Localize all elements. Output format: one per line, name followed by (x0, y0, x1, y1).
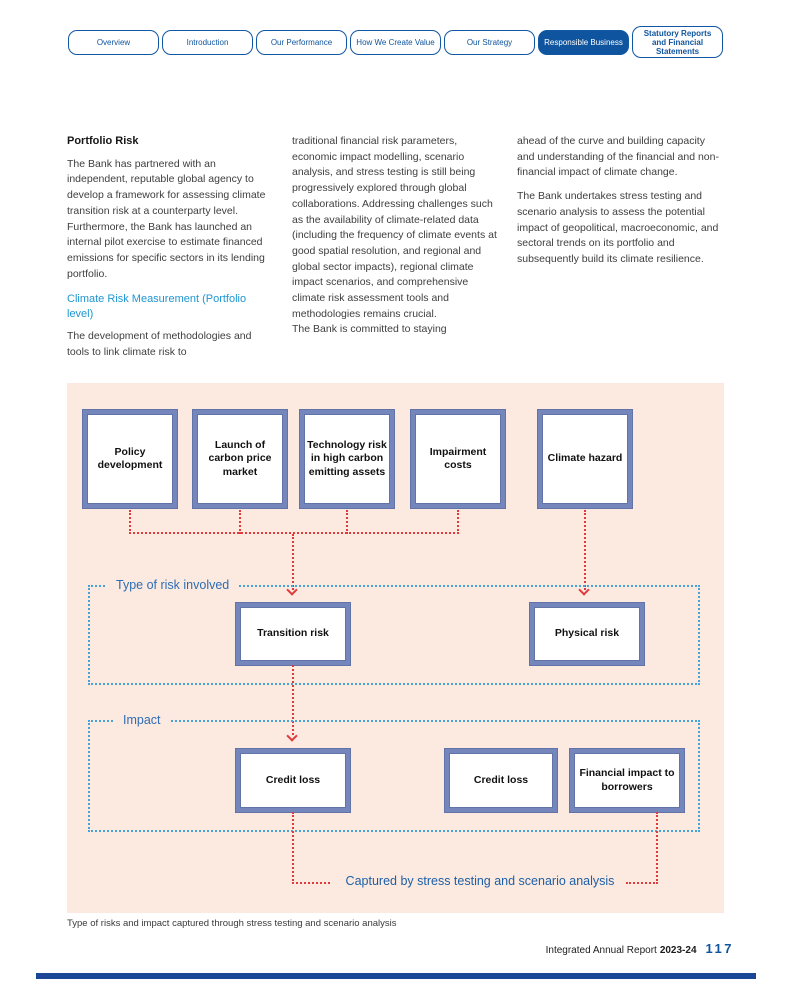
diagram-box-technology-risk: Technology risk in high carbon emitting … (300, 410, 394, 508)
connector-line (656, 812, 658, 884)
tab-statutory-reports[interactable]: Statutory Reports and Financial Statemen… (632, 26, 723, 58)
diagram-box-policy-development: Policy development (83, 410, 177, 508)
connector-line (129, 532, 459, 534)
diagram-box-transition-risk: Transition risk (236, 603, 350, 665)
tab-our-strategy[interactable]: Our Strategy (444, 29, 535, 55)
report-title: Integrated Annual Report (545, 945, 657, 956)
diagram-box-credit-loss-left: Credit loss (236, 749, 350, 812)
diagram-box-climate-hazard: Climate hazard (538, 410, 632, 508)
paragraph: The Bank undertakes stress testing and s… (517, 190, 719, 265)
tab-introduction[interactable]: Introduction (162, 29, 253, 55)
connector-line (129, 510, 131, 534)
diagram-box-impairment-costs: Impairment costs (411, 410, 505, 508)
article-column-1: Portfolio Risk The Bank has partnered wi… (67, 134, 275, 361)
connector-line (239, 510, 241, 534)
footer-rule (36, 973, 756, 979)
article-column-3: ahead of the curve and building capacity… (517, 134, 725, 361)
paragraph: ahead of the curve and building capacity… (517, 135, 719, 179)
page-footer: Integrated Annual Report 2023-24 117 (546, 941, 734, 956)
risk-type-region: Type of risk involved (88, 578, 700, 685)
impact-region: Impact (88, 713, 700, 832)
article-column-2: traditional financial risk parameters, e… (292, 134, 500, 361)
connector-line (626, 882, 658, 884)
tab-overview[interactable]: Overview (68, 29, 159, 55)
capture-label: Captured by stress testing and scenario … (345, 874, 615, 888)
diagram-box-physical-risk: Physical risk (530, 603, 644, 665)
figure-caption: Type of risks and impact captured throug… (67, 918, 397, 929)
connector-line (292, 665, 294, 735)
subsection-heading: Climate Risk Measurement (Portfolio leve… (67, 293, 247, 321)
connector-line (292, 882, 330, 884)
report-year: 2023-24 (659, 945, 697, 956)
impact-region-label: Impact (114, 713, 170, 727)
diagram-box-financial-impact: Financial impact to borrowers (570, 749, 684, 812)
article-body: Portfolio Risk The Bank has partnered wi… (67, 134, 725, 361)
paragraph: The development of methodologies and too… (67, 330, 252, 359)
tab-our-performance[interactable]: Our Performance (256, 29, 347, 55)
diagram-box-credit-loss-right: Credit loss (445, 749, 557, 812)
paragraph: The Bank has partnered with an independe… (67, 157, 266, 280)
risk-type-region-label: Type of risk involved (107, 578, 239, 592)
risk-diagram-panel: Policy development Launch of carbon pric… (67, 383, 724, 913)
page-number: 117 (705, 941, 734, 956)
paragraph: The Bank is committed to staying (292, 323, 447, 336)
connector-line (292, 812, 294, 884)
top-nav: Overview Introduction Our Performance Ho… (68, 25, 724, 59)
tab-how-we-create-value[interactable]: How We Create Value (350, 29, 441, 55)
diagram-box-carbon-price-market: Launch of carbon price market (193, 410, 287, 508)
tab-responsible-business[interactable]: Responsible Business (538, 29, 629, 55)
connector-line (292, 534, 294, 590)
connector-line (457, 510, 459, 534)
section-heading: Portfolio Risk (67, 135, 139, 147)
connector-line (346, 510, 348, 534)
connector-line (584, 510, 586, 590)
paragraph: traditional financial risk parameters, e… (292, 135, 497, 320)
